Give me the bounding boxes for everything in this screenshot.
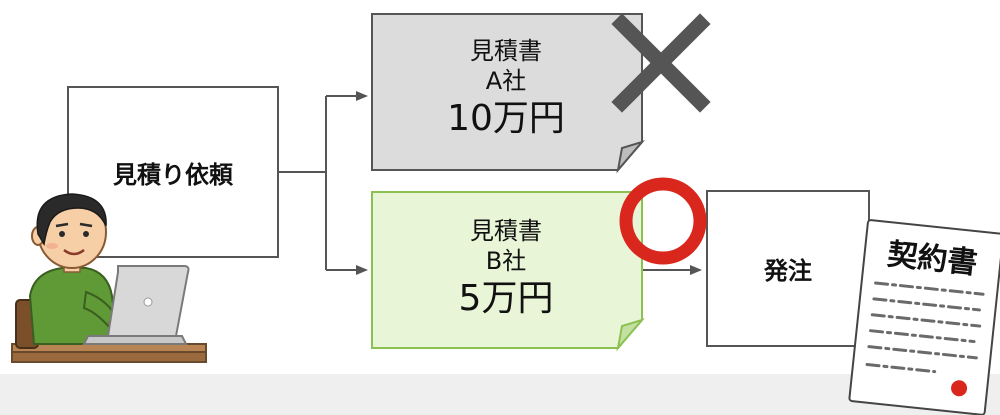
quote-a-label: 見積書 A社 10万円 bbox=[372, 36, 640, 142]
floor-band bbox=[0, 374, 1000, 415]
cross-mark-icon bbox=[611, 13, 711, 113]
quote-b-document bbox=[371, 191, 645, 352]
request-label: 見積り依頼 bbox=[113, 160, 233, 189]
quote-a-document bbox=[371, 13, 645, 174]
quote-b-price: 5万円 bbox=[458, 278, 554, 319]
quote-a-price: 10万円 bbox=[447, 98, 565, 139]
quote-b-title: 見積書 bbox=[470, 217, 542, 245]
quote-a-company: A社 bbox=[485, 67, 527, 95]
connectors bbox=[279, 91, 702, 275]
quote-b-label: 見積書 B社 5万円 bbox=[372, 216, 640, 322]
contract-document-icon: 契約書 bbox=[848, 219, 1000, 415]
circle-mark-icon bbox=[619, 177, 707, 265]
person-with-laptop-icon bbox=[11, 193, 207, 363]
order-label: 発注 bbox=[764, 257, 812, 285]
quote-a-title: 見積書 bbox=[470, 37, 542, 65]
quote-b-company: B社 bbox=[485, 247, 527, 275]
